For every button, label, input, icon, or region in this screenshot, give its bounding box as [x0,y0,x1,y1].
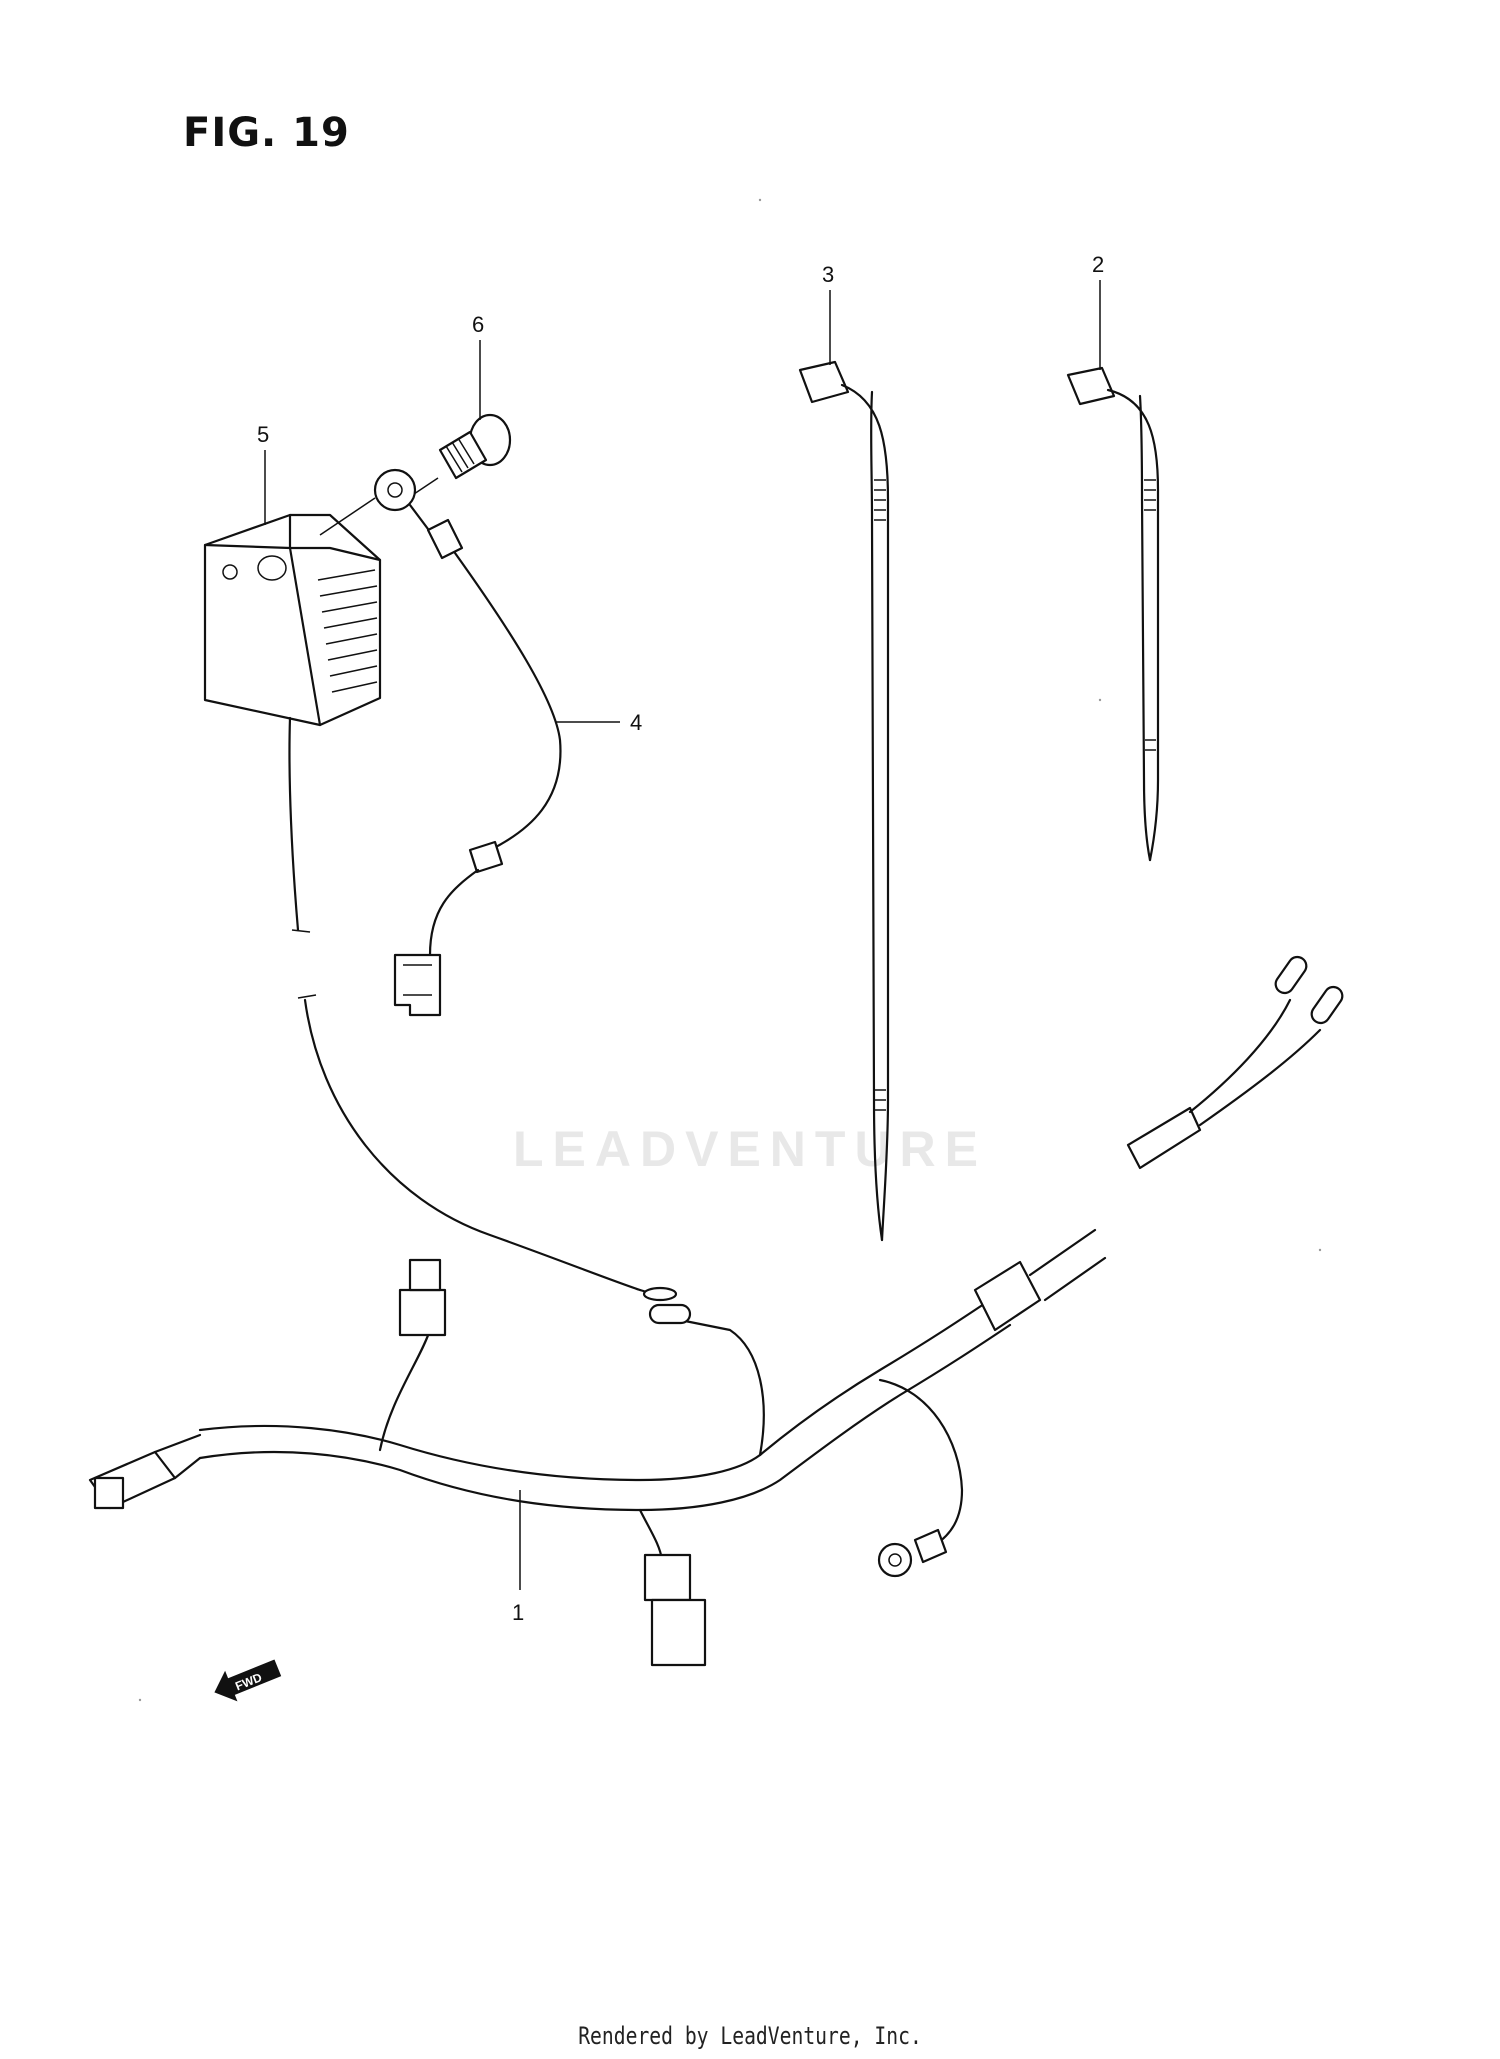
callout-4: 4 [630,710,642,735]
cable-tie-part-3[interactable] [798,360,890,1242]
callout-labels: 1 2 3 4 5 6 [257,252,1104,1625]
callout-5: 5 [257,422,269,447]
ground-lead-part-4[interactable] [319,468,562,1017]
fwd-arrow-icon: FWD [214,1659,282,1702]
callout-6: 6 [472,312,484,337]
regulator-part-5[interactable] [203,513,678,1302]
screw-part-6[interactable] [389,413,512,511]
callout-2: 2 [1092,252,1104,277]
leader-lines [264,280,1101,1590]
figure-title: FIG. 19 [183,110,350,156]
wiring-harness-part-1[interactable] [88,953,1346,1667]
cable-tie-part-2[interactable] [1066,366,1160,862]
footer-credit: Rendered by LeadVenture, Inc. [578,2022,922,2050]
callout-3: 3 [822,262,834,287]
callout-1: 1 [512,1600,524,1625]
watermark: LEADVENTURE [512,1121,988,1177]
fwd-label: FWD [233,1670,264,1693]
